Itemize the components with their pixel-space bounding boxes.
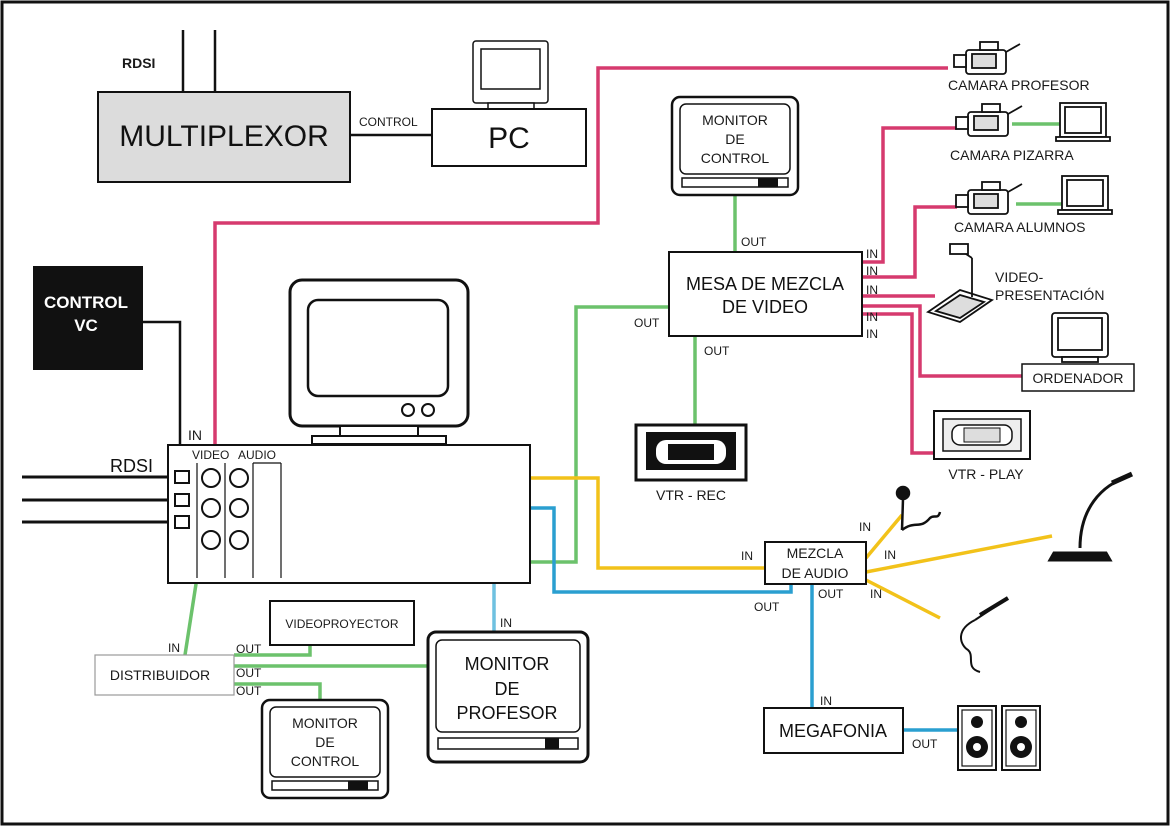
mesa-out-bottom: OUT bbox=[704, 344, 730, 358]
ordenador-icon bbox=[1051, 312, 1109, 363]
videopresentacion-icon bbox=[925, 243, 995, 323]
monitor-control-bottom-line1: MONITOR bbox=[292, 715, 358, 731]
mezcla-audio-in-left: IN bbox=[741, 549, 753, 563]
monitor-profesor-line2: DE bbox=[494, 679, 519, 699]
rdsi-top-label: RDSI bbox=[122, 55, 155, 71]
monitor-control-bottom-line3: CONTROL bbox=[291, 753, 360, 769]
megafonia-out: OUT bbox=[912, 737, 938, 751]
monitor-control-top-icon bbox=[670, 95, 800, 197]
cable-mic-1 bbox=[864, 513, 904, 560]
vtr-rec-label: VTR - REC bbox=[656, 487, 726, 503]
videoproyector-box bbox=[269, 600, 415, 646]
codec-monitor-icon bbox=[288, 278, 470, 445]
microphone-lavalier-icon bbox=[960, 596, 1010, 673]
videopresentacion-line2: PRESENTACIÓN bbox=[995, 287, 1104, 303]
mesa-mezcla-line2: DE VIDEO bbox=[722, 297, 808, 317]
vtr-play-icon bbox=[933, 410, 1031, 460]
camara-pizarra-label: CAMARA PIZARRA bbox=[950, 147, 1074, 163]
control-lines bbox=[143, 30, 432, 445]
codec-audio-label: AUDIO bbox=[238, 448, 276, 462]
mezcla-audio-in-3: IN bbox=[870, 587, 882, 601]
cable-mic-2 bbox=[865, 534, 1053, 574]
rdsi-left-label: RDSI bbox=[110, 456, 153, 476]
distribuidor-out-3: OUT bbox=[236, 684, 262, 698]
mesa-mezcla-line1: MESA DE MEZCLA bbox=[686, 274, 844, 294]
pc-box bbox=[431, 108, 587, 167]
ordenador-label: ORDENADOR bbox=[1032, 370, 1123, 386]
monitor-control-bottom-line2: DE bbox=[315, 734, 334, 750]
control-vc-label-1: CONTROL bbox=[44, 293, 128, 312]
codec-connectors bbox=[174, 462, 282, 578]
distribuidor-out-2: OUT bbox=[236, 666, 262, 680]
camera-pizarra-icon bbox=[955, 103, 1023, 137]
distribuidor-in: IN bbox=[168, 641, 180, 655]
cable-distribuidor-monitor-control bbox=[234, 682, 322, 700]
mezcla-audio-in-2: IN bbox=[884, 548, 896, 562]
pc-icon bbox=[472, 40, 549, 110]
mezcla-audio-line1: MEZCLA bbox=[787, 545, 844, 561]
mesa-in-1: IN bbox=[866, 247, 878, 261]
monitor-control-top-line3: CONTROL bbox=[701, 150, 770, 166]
vtr-rec-icon bbox=[634, 423, 748, 482]
pc-label: PC bbox=[488, 122, 530, 155]
vtr-play-label: VTR - PLAY bbox=[948, 466, 1024, 482]
mezcla-audio-in-1: IN bbox=[859, 520, 871, 534]
videopresentacion-line1: VIDEO- bbox=[995, 269, 1044, 285]
mesa-out-top: OUT bbox=[741, 235, 767, 249]
videoproyector-label: VIDEOPROYECTOR bbox=[285, 617, 398, 631]
control-link-label: CONTROL bbox=[359, 115, 418, 129]
pizarra-monitor-icon bbox=[1055, 102, 1111, 142]
codec-in-label: IN bbox=[188, 427, 202, 443]
mezcla-audio-out-2: OUT bbox=[818, 587, 844, 601]
distribuidor-box bbox=[94, 654, 235, 696]
control-vc-label-2: VC bbox=[74, 316, 98, 335]
cable-distribuidor-videoproyector bbox=[234, 645, 312, 657]
codec-video-label: VIDEO bbox=[192, 448, 229, 462]
megafonia-box bbox=[763, 707, 904, 754]
monitor-control-top-line2: DE bbox=[725, 131, 744, 147]
cable-ordenador bbox=[862, 304, 1022, 378]
mesa-mezcla-box bbox=[668, 251, 863, 337]
monitor-profesor-icon bbox=[426, 630, 590, 764]
cable-camara-profesor bbox=[213, 66, 948, 468]
monitor-profesor-line3: PROFESOR bbox=[456, 703, 557, 723]
link-control-vc-codec bbox=[143, 320, 182, 445]
camara-profesor-label: CAMARA PROFESOR bbox=[948, 77, 1090, 93]
rdsi-lines bbox=[22, 475, 168, 524]
distribuidor-out-1: OUT bbox=[236, 642, 262, 656]
cable-mic-3 bbox=[865, 578, 941, 620]
megafonia-label: MEGAFONIA bbox=[779, 721, 887, 741]
mesa-in-2: IN bbox=[866, 264, 878, 278]
camara-alumnos-label: CAMARA ALUMNOS bbox=[954, 219, 1085, 235]
microphone-handheld-icon bbox=[895, 485, 942, 532]
monitor-profesor-line1: MONITOR bbox=[465, 654, 550, 674]
multiplexor-label: MULTIPLEXOR bbox=[119, 120, 329, 153]
cable-vtr-play bbox=[862, 312, 934, 455]
cable-camara-alumnos bbox=[862, 205, 957, 279]
mesa-in-5: IN bbox=[866, 327, 878, 341]
camera-profesor-icon bbox=[953, 41, 1021, 75]
alumnos-monitor-icon bbox=[1057, 175, 1113, 215]
codec-box bbox=[167, 444, 531, 584]
ordenador-box bbox=[1021, 363, 1135, 392]
mezcla-audio-line2: DE AUDIO bbox=[782, 565, 849, 581]
cable-camara-pizarra bbox=[862, 126, 957, 264]
mesa-out-left: OUT bbox=[634, 316, 660, 330]
mesa-in-4: IN bbox=[866, 310, 878, 324]
mezcla-audio-out-1: OUT bbox=[754, 600, 780, 614]
mezcla-audio-box bbox=[764, 541, 867, 585]
mesa-in-3: IN bbox=[866, 283, 878, 297]
monitor-control-top-line1: MONITOR bbox=[702, 112, 768, 128]
megafonia-in: IN bbox=[820, 694, 832, 708]
camera-alumnos-icon bbox=[955, 181, 1023, 215]
multiplexor-box bbox=[97, 91, 351, 183]
distribuidor-label: DISTRIBUIDOR bbox=[110, 667, 210, 683]
monitor-control-bottom-icon bbox=[260, 698, 390, 800]
speakers-icon bbox=[957, 705, 1041, 771]
microphone-desk-icon bbox=[1047, 471, 1134, 562]
control-vc-box bbox=[33, 266, 143, 370]
monitor-profesor-in: IN bbox=[500, 616, 512, 630]
